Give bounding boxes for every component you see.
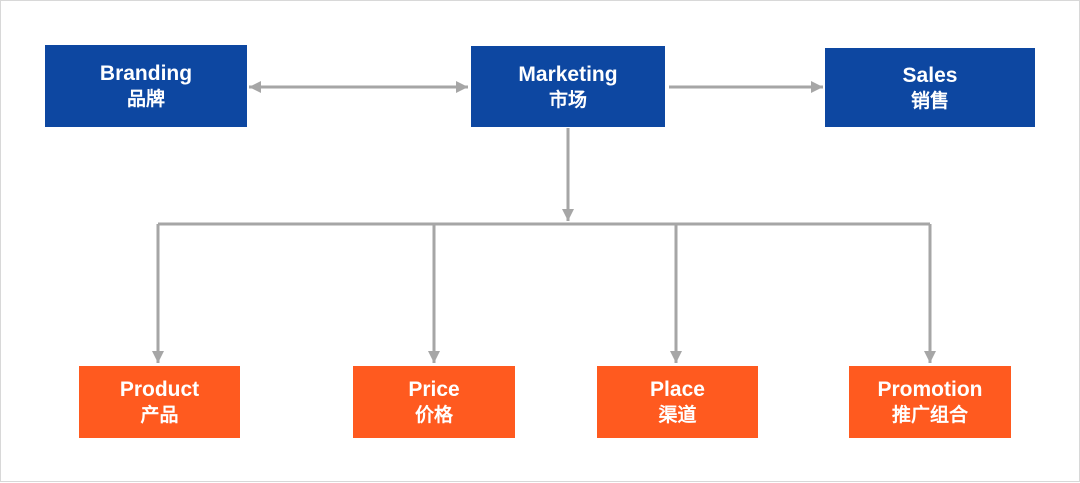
price-label-zh: 价格 [414, 404, 453, 427]
place-box: Place 渠道 [597, 366, 758, 438]
price-label-en: Price [408, 378, 460, 401]
branding-label-zh: 品牌 [126, 88, 165, 111]
promotion-label-en: Promotion [877, 378, 983, 401]
marketing-box: Marketing 市场 [471, 46, 665, 127]
sales-label-zh: 销售 [910, 89, 949, 112]
product-label-en: Product [119, 378, 200, 401]
branding-label-en: Branding [99, 62, 193, 85]
branding-box: Branding 品牌 [45, 45, 247, 127]
promotion-label-zh: 推广组合 [891, 404, 968, 427]
price-box: Price 价格 [353, 366, 515, 438]
marketing-label-zh: 市场 [548, 88, 587, 111]
place-label-zh: 渠道 [658, 404, 697, 427]
promotion-box: Promotion 推广组合 [849, 366, 1011, 438]
place-label-en: Place [650, 378, 705, 401]
sales-label-en: Sales [902, 63, 958, 87]
sales-box: Sales 销售 [825, 48, 1035, 127]
product-box: Product 产品 [79, 366, 240, 438]
product-label-zh: 产品 [140, 404, 179, 427]
marketing-label-en: Marketing [518, 62, 618, 86]
